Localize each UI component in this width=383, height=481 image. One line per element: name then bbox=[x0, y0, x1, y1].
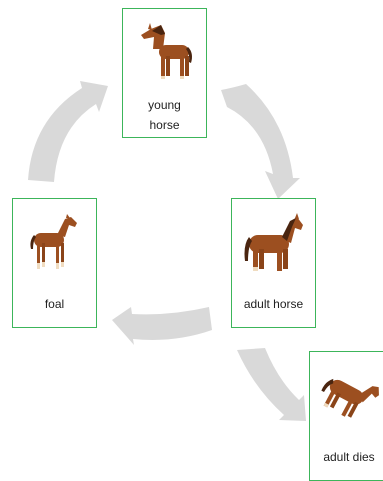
stage-card-foal: foal bbox=[12, 198, 97, 328]
arrow-adult-to-foal bbox=[112, 307, 212, 345]
arrow-foal-to-young bbox=[28, 81, 108, 182]
foal-icon bbox=[30, 214, 77, 269]
stage-label-foal: foal bbox=[44, 297, 65, 311]
stage-card-adult-horse: adult horse bbox=[231, 198, 316, 328]
stage-label-adult-horse: adult horse bbox=[243, 297, 304, 311]
stage-card-young-horse: young horse bbox=[122, 8, 207, 138]
stage-label-young-line2: horse bbox=[149, 118, 180, 132]
young-horse-icon bbox=[140, 23, 192, 79]
dying-horse-icon bbox=[321, 378, 379, 418]
arrow-young-to-adult bbox=[221, 84, 300, 199]
stage-label-adult-dies: adult dies bbox=[323, 450, 375, 464]
stage-label-young-line1: young bbox=[148, 98, 181, 112]
arrow-adult-to-dies bbox=[237, 348, 306, 421]
adult-horse-icon bbox=[244, 213, 303, 271]
stage-card-adult-dies: adult dies bbox=[309, 351, 383, 481]
